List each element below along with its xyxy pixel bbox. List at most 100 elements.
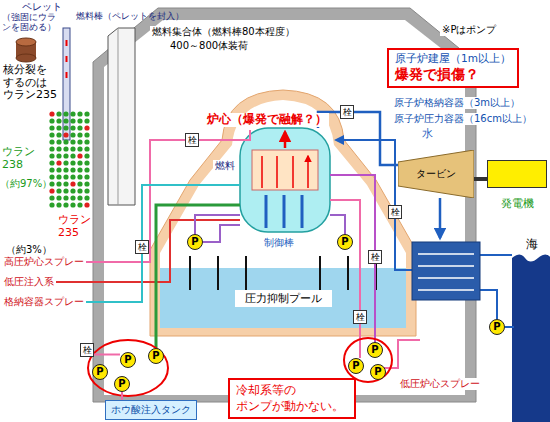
- pipe-connector: [94, 354, 120, 356]
- piping: [439, 198, 442, 238]
- uranium-atoms: [70, 195, 75, 200]
- boric-acid-tank: ホウ酸注入タンク: [105, 400, 197, 420]
- uranium-atoms: [63, 139, 68, 144]
- uranium-atoms: [49, 132, 54, 137]
- uranium-atoms: [70, 132, 75, 137]
- condenser: [418, 254, 474, 290]
- part-label: 海: [524, 238, 540, 252]
- uranium-atoms: [49, 139, 54, 144]
- node-text: P: [96, 367, 103, 377]
- uranium-atoms: [63, 188, 68, 193]
- uranium-atoms: [70, 181, 75, 186]
- uranium-atoms: [49, 188, 54, 193]
- part-label: （強固にウランを固める）: [2, 12, 64, 33]
- uranium-atoms: [84, 111, 89, 116]
- part-label: 原子炉圧力容器（16cm以上）: [392, 113, 534, 125]
- uranium-atoms: [84, 188, 89, 193]
- uranium-atoms: [77, 125, 82, 130]
- valve-symbol: 栓: [388, 205, 402, 219]
- node-text: P: [493, 322, 500, 332]
- suppression-pool-water: [160, 256, 406, 328]
- uranium-atoms: [77, 188, 82, 193]
- trouble-ellipse: [88, 340, 168, 396]
- part-label: ウラン235: [58, 214, 94, 239]
- uranium-atoms: [84, 118, 89, 123]
- part-label: 燃料集合体（燃料棒80本程度）: [150, 26, 297, 38]
- node-text: 栓: [371, 253, 380, 262]
- uranium-atoms: [70, 125, 75, 130]
- uranium-atoms: [49, 167, 54, 172]
- alert-box: 冷却系等の ポンプが動かない。: [228, 378, 356, 419]
- piping: [384, 340, 420, 368]
- uranium-atoms: [70, 174, 75, 179]
- uranium-atoms: [63, 153, 68, 158]
- uranium-atoms: [49, 160, 54, 165]
- part-label: 高圧炉心スプレー: [2, 256, 86, 268]
- uranium-atoms: [49, 118, 54, 123]
- node-text: P: [191, 237, 198, 247]
- part-label: 400～800体装荷: [168, 40, 250, 52]
- node-text: ホウ酸注入タンク: [111, 403, 191, 417]
- uranium-atoms: [63, 132, 68, 137]
- node-text: 圧力抑制プール: [235, 290, 332, 307]
- part-label: 低圧炉心スプレー: [398, 378, 482, 390]
- part-label: 水: [420, 128, 435, 141]
- uranium-atoms: [56, 174, 61, 179]
- uranium-atoms: [56, 181, 61, 186]
- uranium-atoms: [84, 167, 89, 172]
- uranium-atoms: [77, 139, 82, 144]
- piping: [318, 112, 398, 165]
- uranium-atoms: [77, 167, 82, 172]
- pressure-vessel: [240, 128, 330, 232]
- condenser: [412, 242, 480, 300]
- piping: [336, 140, 412, 270]
- sea-water: [512, 255, 550, 422]
- valve-symbol: 栓: [80, 343, 94, 357]
- uranium-atoms: [84, 153, 89, 158]
- node-text: 爆発で損傷？: [395, 66, 511, 84]
- uranium-atoms: [70, 202, 75, 207]
- piping: [156, 205, 240, 348]
- pump-symbol: P: [489, 319, 505, 335]
- pressure-vessel: [284, 132, 287, 148]
- uranium-atoms: [70, 118, 75, 123]
- pressure-vessel: [266, 195, 302, 228]
- uranium-atoms: [70, 160, 75, 165]
- piping: [56, 220, 240, 282]
- fuel-illustration: [63, 28, 70, 140]
- part-label: 核分裂をするのはウラン235: [3, 64, 57, 102]
- valve-symbol: 栓: [185, 133, 199, 147]
- pump-symbol: P: [348, 358, 364, 374]
- node-text: 栓: [138, 243, 147, 252]
- node-text: 栓: [188, 136, 197, 145]
- containment-vessel: [150, 90, 416, 336]
- uranium-atoms: [77, 132, 82, 137]
- valve-symbol: 栓: [135, 240, 149, 254]
- uranium-atoms: [56, 195, 61, 200]
- node-text: 栓: [391, 208, 400, 217]
- valve-symbol: 栓: [340, 105, 354, 119]
- part-label: 低圧注入系: [2, 276, 56, 288]
- uranium-atoms: [70, 139, 75, 144]
- trouble-ellipse: [344, 338, 392, 382]
- part-label: 炉心（爆発で融解？）: [205, 113, 329, 127]
- part-label: 格納容器スプレー: [2, 296, 86, 308]
- uranium-atoms: [63, 174, 68, 179]
- uranium-atoms: [49, 202, 54, 207]
- node-text: タービン: [416, 167, 456, 181]
- valve-symbol: 栓: [353, 310, 367, 324]
- uranium-atoms: [49, 146, 54, 151]
- node-text: P: [118, 379, 125, 389]
- node-text: P: [371, 345, 378, 355]
- uranium-atoms: [56, 111, 61, 116]
- node-text: 原子炉建屋（1m以上）: [395, 52, 511, 66]
- pump-symbol: P: [92, 364, 108, 380]
- node-text: P: [341, 237, 348, 247]
- uranium-atoms: [77, 118, 82, 123]
- pump-symbol: P: [114, 376, 130, 392]
- uranium-atoms: [56, 160, 61, 165]
- node-text: P: [124, 355, 131, 365]
- piping: [505, 326, 514, 328]
- uranium-atoms: [63, 181, 68, 186]
- callout-box: 原子炉建屋（1m以上）爆発で損傷？: [387, 48, 519, 88]
